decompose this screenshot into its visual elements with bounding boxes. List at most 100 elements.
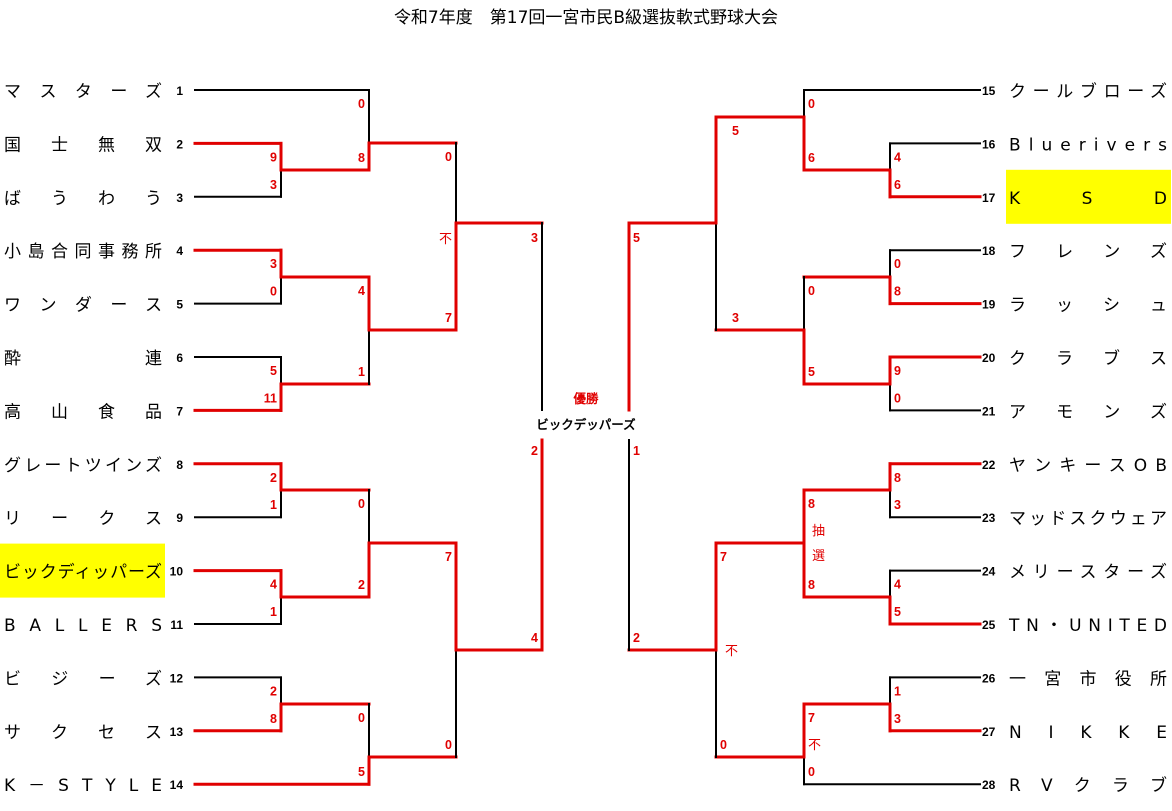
score-label: 0 [445, 150, 452, 164]
score-label: 0 [808, 97, 815, 111]
final-score-label: 1 [633, 444, 640, 458]
team-name: フレンズ [1009, 242, 1167, 262]
score-label: 3 [732, 311, 739, 325]
score-label: 4 [894, 150, 901, 164]
score-label: 4 [531, 631, 538, 645]
score-label: 0 [720, 738, 727, 752]
score-label: 2 [270, 471, 277, 485]
team-name: 一宮市役所 [1009, 669, 1167, 689]
team-number: 22 [982, 458, 996, 472]
score-label: 3 [531, 231, 538, 245]
team-number: 9 [176, 511, 183, 525]
score-label: 6 [808, 151, 815, 165]
score-label: 4 [270, 578, 277, 592]
score-label: 9 [894, 364, 901, 378]
team-name: マッドスクウェア [1009, 509, 1167, 529]
team-number: 11 [170, 618, 183, 632]
team-number: 24 [982, 565, 996, 579]
score-label: 0 [445, 738, 452, 752]
team-name: Bluerivers [1009, 135, 1167, 155]
score-label: 1 [358, 365, 365, 379]
score-label: 5 [358, 765, 365, 779]
score-label: 11 [264, 391, 277, 405]
score-label: 4 [358, 284, 365, 298]
score-label: 8 [358, 151, 365, 165]
team-number: 23 [982, 511, 996, 525]
score-label: 2 [270, 684, 277, 698]
team-number: 2 [176, 137, 183, 151]
score-label: 0 [358, 97, 365, 111]
team-name: グレートツインズ [4, 456, 162, 476]
team-number: 26 [982, 671, 996, 685]
score-label: 2 [633, 631, 640, 645]
team-number: 19 [982, 298, 996, 312]
score-label: 6 [894, 178, 901, 192]
team-number: 21 [982, 404, 996, 418]
team-name: TN・UNITED [1008, 616, 1167, 636]
team-number: 12 [170, 671, 184, 685]
score-label: 7 [445, 550, 452, 564]
score-label: 3 [270, 257, 277, 271]
team-name: リークス [4, 509, 162, 529]
team-number: 15 [982, 84, 996, 98]
team-name: サクセス [4, 723, 162, 743]
team-name: ワンダース [4, 296, 162, 316]
score-label: 0 [808, 765, 815, 779]
team-name: ビックディッパーズ [4, 562, 162, 583]
champion-label: 優勝 [572, 391, 599, 406]
score-label: 5 [633, 231, 640, 245]
final-score-label: 2 [531, 444, 538, 458]
team-name: K－STYLE [4, 776, 162, 796]
forfeit-note: 不 [439, 232, 452, 247]
score-label: 3 [894, 498, 901, 512]
team-name: アモンズ [1009, 402, 1167, 422]
team-number: 5 [176, 298, 183, 312]
page-title: 令和7年度 第17回一宮市民B級選抜軟式野球大会 [393, 8, 779, 28]
team-number: 27 [982, 725, 996, 739]
score-label: 1 [270, 498, 277, 512]
score-label: 3 [894, 712, 901, 726]
team-name: NIKKE [1009, 723, 1167, 743]
team-name: クラブス [1009, 348, 1167, 369]
team-name: RVクラブ [1009, 775, 1167, 796]
team-name: ヤンキースOB [1009, 456, 1167, 476]
team-number: 13 [170, 725, 184, 739]
lottery-note: 抽 [812, 524, 825, 539]
champion-name: ビックデッパーズ [536, 417, 636, 432]
team-number: 1 [176, 84, 183, 98]
winner-highlight [0, 543, 165, 598]
score-label: 8 [894, 285, 901, 299]
score-label: 0 [270, 285, 277, 299]
team-number: 8 [176, 458, 183, 472]
winner-highlight [1006, 169, 1171, 224]
score-label: 8 [270, 712, 277, 726]
score-label: 8 [894, 471, 901, 485]
score-label: 7 [720, 550, 727, 564]
team-number: 6 [176, 351, 183, 365]
team-number: 25 [982, 618, 996, 632]
team-number: 3 [176, 191, 183, 205]
team-name: クールブローズ [1009, 81, 1167, 102]
team-name: 高山食品 [4, 402, 162, 422]
forfeit-note: 不 [725, 644, 738, 659]
score-label: 5 [808, 365, 815, 379]
team-number: 4 [176, 244, 183, 258]
score-label: 2 [358, 578, 365, 592]
team-name: 小島合同事務所 [4, 242, 162, 262]
score-label: 0 [894, 391, 901, 405]
score-label: 0 [894, 257, 901, 271]
score-label: 7 [808, 711, 815, 725]
score-label: 4 [894, 578, 901, 592]
team-name: 国士無双 [4, 135, 162, 155]
score-label: 0 [808, 284, 815, 298]
team-name: 酔 連 [4, 349, 162, 369]
score-label: 7 [445, 311, 452, 325]
score-label: 8 [808, 578, 815, 592]
team-number: 7 [176, 404, 183, 418]
team-name: マスターズ [4, 82, 162, 102]
score-label: 3 [270, 178, 277, 192]
score-label: 0 [358, 497, 365, 511]
team-number: 16 [982, 137, 996, 151]
team-name: BALLERS [4, 616, 162, 636]
